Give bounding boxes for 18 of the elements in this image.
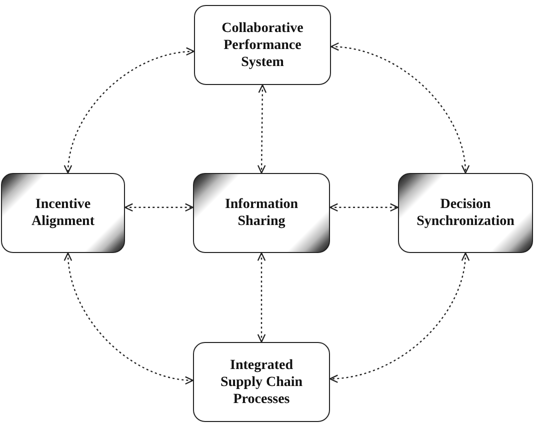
process-box (193, 173, 330, 253)
node-label: Incentive Alignment (30, 196, 96, 230)
dashed-arrow (330, 43, 470, 174)
process-box (193, 342, 330, 422)
process-box (1, 173, 125, 253)
node-label: Integrated Supply Chain Processes (219, 356, 304, 408)
dashed-arrow (64, 252, 194, 384)
dashed-arrow (64, 48, 195, 174)
dashed-arrow (257, 84, 267, 174)
dashed-arrow (124, 203, 194, 212)
dashed-arrow (329, 203, 399, 212)
node-label: Collaborative Performance System (220, 20, 304, 70)
node-label: Decision Synchronization (416, 196, 516, 230)
dashed-arrow (257, 252, 266, 343)
node-label: Information Sharing (224, 196, 300, 230)
process-box (194, 5, 331, 85)
process-box (398, 173, 533, 253)
dashed-arrow (329, 252, 469, 382)
